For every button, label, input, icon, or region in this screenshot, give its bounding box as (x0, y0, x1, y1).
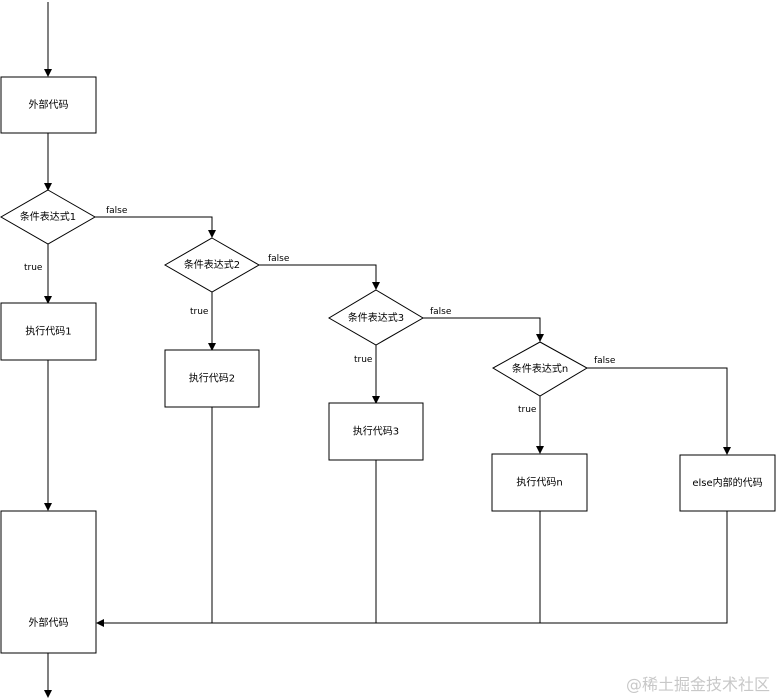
watermark: @稀土掘金技术社区 (626, 675, 770, 694)
exec-3-label: 执行代码3 (353, 425, 399, 438)
outer-code-bottom: 外部代码 (0, 510, 97, 654)
arrow-cond3-false (423, 317, 544, 342)
condition-1: 条件表达式1 (0, 189, 97, 245)
outer-code-bottom-label: 外部代码 (29, 616, 69, 629)
condition-n-label: 条件表达式n (512, 362, 568, 375)
exec-2: 执行代码2 (164, 349, 260, 408)
exec-2-label: 执行代码2 (189, 372, 235, 385)
edge-label-true-1: true (24, 263, 43, 273)
exec-1-label: 执行代码1 (25, 325, 71, 338)
exec-n: 执行代码n (491, 453, 588, 512)
condition-n: 条件表达式n (491, 341, 589, 397)
condition-3: 条件表达式3 (328, 289, 424, 346)
outer-code-top: 外部代码 (0, 76, 97, 134)
merge-else-to-outer (96, 511, 728, 627)
edge-label-false-n: false (594, 356, 616, 366)
condition-2: 条件表达式2 (163, 237, 261, 293)
arrow-condn-false (587, 367, 731, 455)
condition-3-label: 条件表达式3 (348, 311, 404, 324)
exec-3: 执行代码3 (328, 402, 424, 461)
else-block: else内部的代码 (679, 454, 776, 512)
exec-1: 执行代码1 (0, 302, 97, 361)
arrow-cond1-false (95, 216, 216, 238)
condition-2-label: 条件表达式2 (184, 258, 240, 271)
edge-label-false-3: false (430, 307, 452, 317)
edge-label-false-2: false (268, 254, 290, 264)
edge-label-false-1: false (106, 206, 128, 216)
arrow-cond2-false (259, 264, 380, 290)
outer-code-top-label: 外部代码 (29, 98, 69, 111)
edge-label-true-n: true (518, 405, 537, 415)
condition-1-label: 条件表达式1 (20, 210, 76, 223)
edge-label-true-2: true (190, 307, 209, 317)
else-block-label: else内部的代码 (692, 476, 762, 489)
exec-n-label: 执行代码n (516, 476, 562, 489)
edge-label-true-3: true (354, 355, 373, 365)
